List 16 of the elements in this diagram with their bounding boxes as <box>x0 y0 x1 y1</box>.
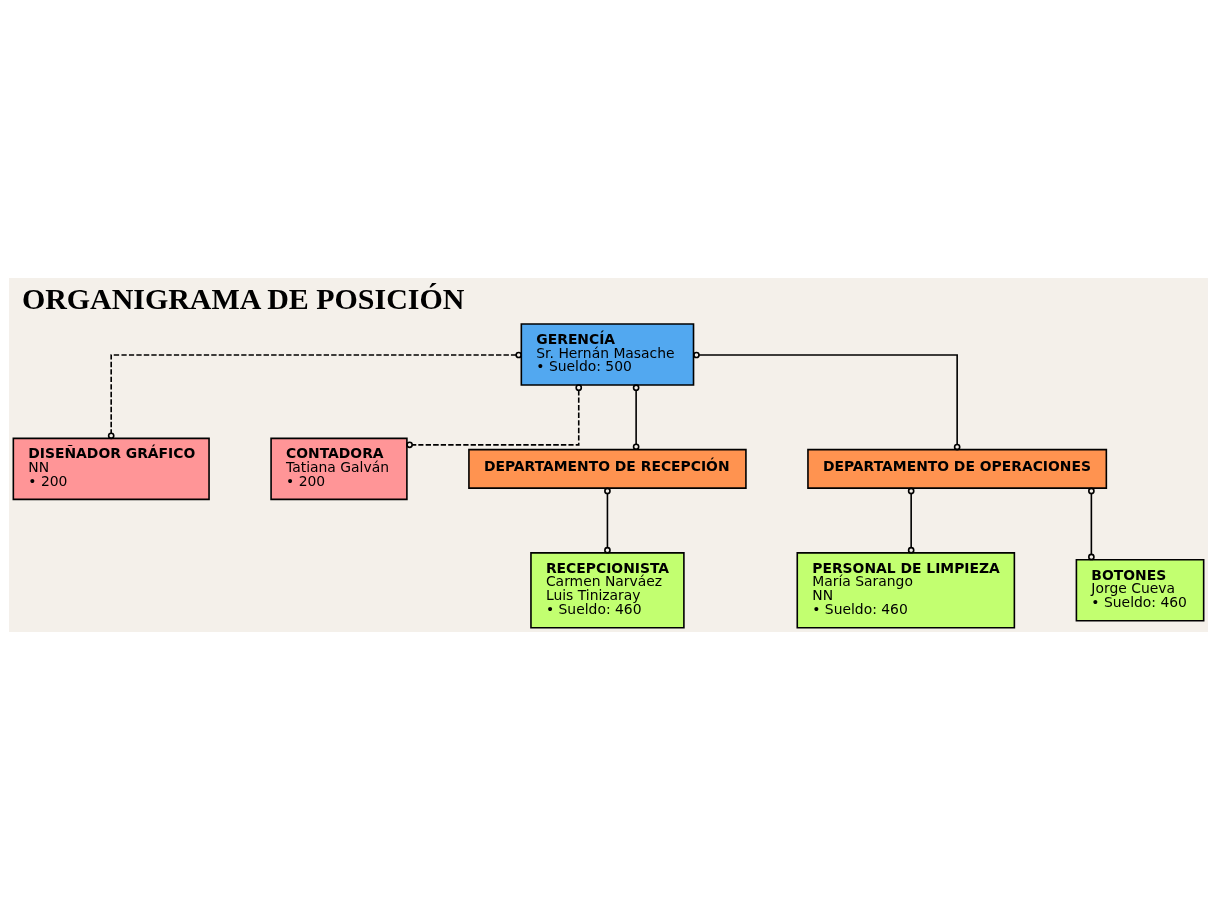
connector <box>1088 487 1095 561</box>
node-box: DISEÑADOR GRÁFICO NN • 200 <box>12 437 210 501</box>
node-box: BOTONES Jorge Cueva • Sueldo: 460 <box>1075 559 1205 622</box>
connector <box>406 384 583 449</box>
node-box: GERENCÍA Sr. Hernán Masache • Sueldo: 500 <box>520 323 695 386</box>
node-box: PERSONAL DE LIMPIEZA María Sarango NN • Sueldo: 460 <box>796 552 1016 629</box>
node-box: CONTADORA Tatiana Galván • 200 <box>270 437 408 501</box>
node-box: DEPARTAMENTO DE OPERACIONES <box>807 448 1108 489</box>
connector <box>107 351 523 440</box>
node-box: RECEPCIONISTA Carmen Narváez Luis Tinizaray • Sueldo: 460 <box>530 552 685 629</box>
connector <box>632 384 640 451</box>
connector <box>693 351 961 451</box>
diagram-title: ORGANIGRAMA DE POSICIÓN <box>21 282 465 316</box>
node-box: DEPARTAMENTO DE RECEPCIÓN <box>468 448 747 489</box>
connector <box>604 487 611 554</box>
connector <box>907 487 915 554</box>
